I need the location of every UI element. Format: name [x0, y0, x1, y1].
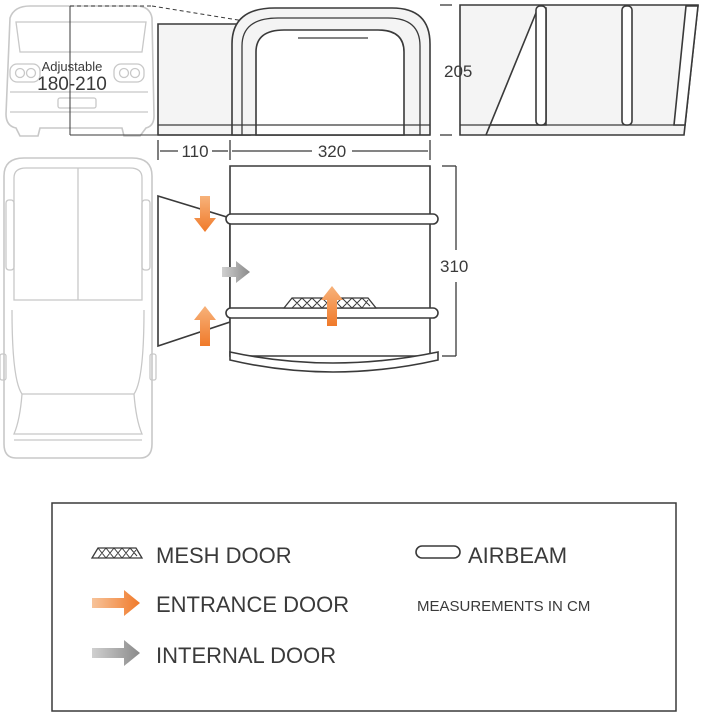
tent-floorplan	[225, 165, 439, 373]
van-front-view	[5, 5, 155, 137]
entrance-arrow-icon	[321, 286, 343, 326]
awning-connector-floor	[157, 194, 231, 348]
adjustable-height-range: 180-210	[37, 74, 107, 95]
tent-width-value: 320	[318, 142, 346, 161]
mesh-door-icon	[90, 547, 144, 559]
legend-entrance-door: ENTRANCE DOOR	[156, 592, 349, 617]
airbeam-front	[225, 213, 439, 225]
internal-arrow-icon	[92, 640, 140, 666]
width-dimensions: 110 320	[157, 140, 431, 161]
height-dimension: 205	[440, 4, 472, 136]
legend-internal-door: INTERNAL DOOR	[156, 643, 336, 668]
connector-width-value: 110	[181, 142, 208, 161]
tent-height-value: 205	[444, 62, 472, 81]
tent-depth-value: 310	[440, 257, 468, 276]
tent-side-elevation	[459, 4, 699, 136]
airbeam-icon	[415, 545, 461, 559]
depth-dimension: 310	[440, 165, 468, 357]
adjustable-label: Adjustable	[42, 59, 103, 74]
van-top-view	[0, 157, 157, 459]
legend-airbeam: AIRBEAM	[468, 543, 567, 568]
entrance-arrow-icon	[92, 590, 140, 616]
tent-front-elevation	[157, 7, 431, 136]
entrance-arrow-icon	[194, 196, 216, 232]
legend-mesh-door: MESH DOOR	[156, 543, 292, 568]
entrance-arrow-icon	[194, 306, 216, 346]
internal-arrow-icon	[222, 261, 250, 283]
legend-box: MESH DOOR AIRBEAM ENTRANCE DOOR MEASUREM…	[51, 502, 677, 712]
height-guide-lines	[69, 5, 251, 136]
legend-units-note: MEASUREMENTS IN CM	[417, 598, 590, 615]
